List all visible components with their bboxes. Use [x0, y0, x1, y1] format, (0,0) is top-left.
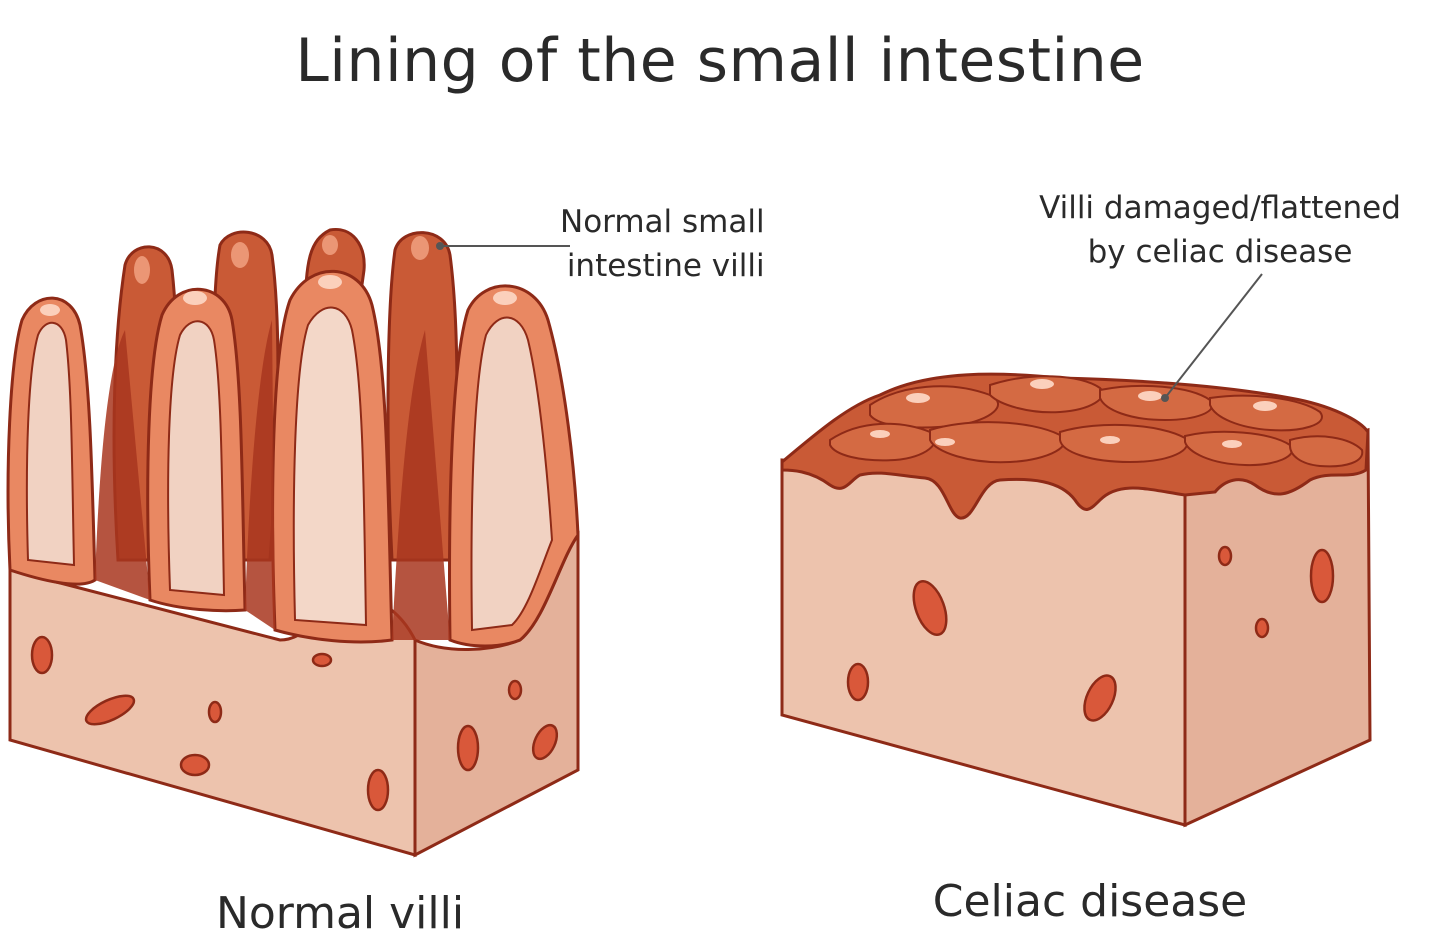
damaged-villi-label: Villi damaged/flattened by celiac diseas… [1000, 186, 1440, 274]
damaged-villi-label-line2: by celiac disease [1087, 234, 1353, 270]
celiac-blood-vessels [846, 545, 1335, 722]
damaged-villi-label-line1: Villi damaged/flattened [1039, 190, 1401, 226]
celiac-disease-caption: Celiac disease [932, 876, 1248, 927]
diagram-title: Lining of the small intestine [295, 26, 1145, 96]
normal-villi-caption: Normal villi [215, 888, 465, 939]
celiac-block [780, 372, 1372, 828]
normal-villi-label-line1: Normal small [560, 204, 765, 240]
normal-villi-block [6, 227, 580, 858]
surface-highlights [870, 379, 1277, 448]
normal-villi-label: Normal small intestine villi [560, 200, 765, 288]
celiac-block-front-face [780, 458, 1187, 827]
damaged-villi-leader-dot [1161, 394, 1169, 402]
normal-blood-vessels [30, 635, 559, 812]
damaged-villi-leader-line [1164, 273, 1263, 399]
normal-villi-label-line2: intestine villi [566, 248, 765, 284]
flattened-villi-bumps [829, 375, 1364, 468]
front-villi [6, 269, 580, 648]
normal-villi-leader-dot [436, 242, 444, 250]
